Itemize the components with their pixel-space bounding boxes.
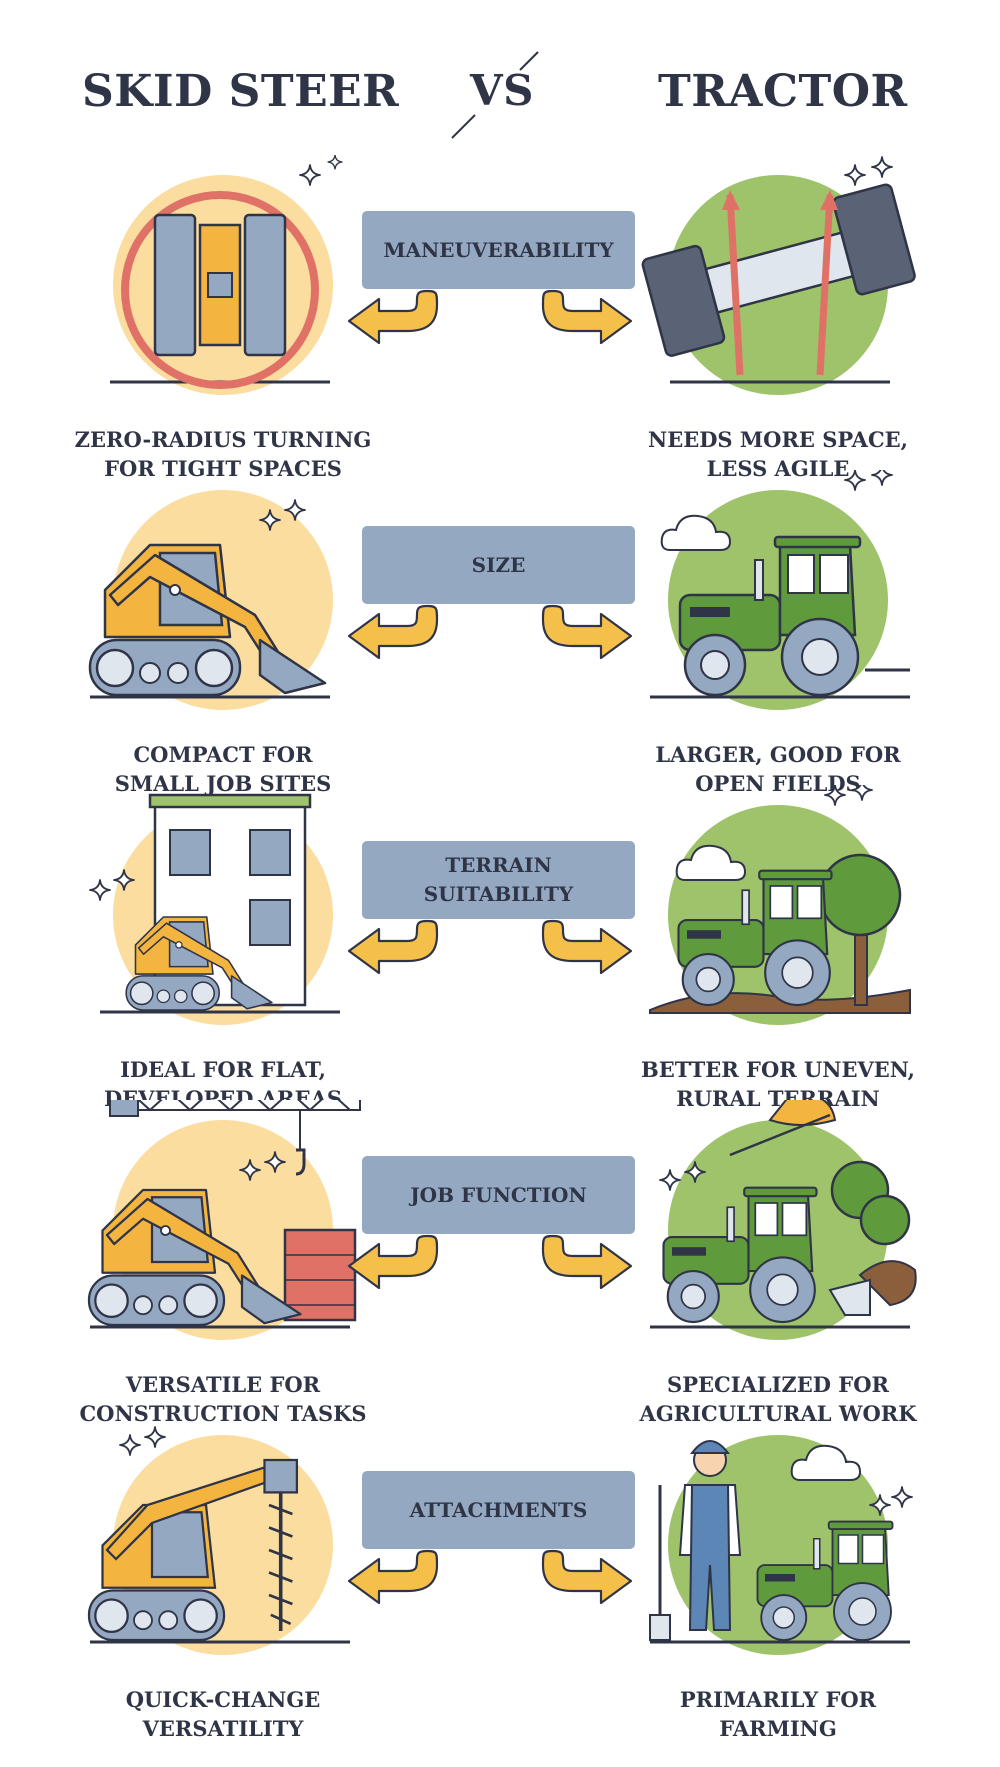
skid-steer-crane-icon	[87, 1100, 361, 1329]
arrow-left-icon	[347, 1549, 439, 1605]
tractor-caption: BETTER FOR UNEVEN, RURAL TERRAIN	[641, 1057, 915, 1111]
farmer-tractor-icon	[649, 1440, 913, 1644]
skid-steer-caption: COMPACT FOR SMALL JOB SITES	[114, 742, 332, 796]
vs-slash-icon	[451, 51, 539, 139]
arrow-right-icon	[541, 1234, 633, 1290]
tractor-wheels-turning-icon	[641, 156, 916, 384]
tractor-title: TRACTOR	[658, 66, 908, 117]
arrow-left-icon	[347, 1234, 439, 1290]
arrow-right-icon	[541, 1549, 633, 1605]
tractor-caption: SPECIALIZED FOR AGRICULTURAL WORK	[639, 1372, 917, 1426]
row-terrain-suitability: TERRAIN SUITABILITY IDEAL FOR FLAT, DEVE…	[0, 785, 1000, 1115]
arrow-left-icon	[347, 604, 439, 660]
rotating-tracks-icon	[110, 155, 343, 389]
arrow-left-icon	[347, 289, 439, 345]
arrow-right-icon	[541, 919, 633, 975]
arrow-right-icon	[541, 289, 633, 345]
skid-steer-icon	[88, 499, 330, 699]
tractor-tree-icon	[649, 785, 911, 1014]
category-label: TERRAIN SUITABILITY	[362, 841, 635, 919]
category-label: JOB FUNCTION	[362, 1156, 635, 1234]
skid-steer-title: SKID STEER	[82, 66, 400, 117]
arrow-left-icon	[347, 919, 439, 975]
row-job-function: JOB FUNCTION VERSATILE FOR CONSTRUCTION …	[0, 1100, 1000, 1430]
skid-steer-auger-icon	[87, 1426, 350, 1644]
vs-label: VS	[470, 66, 534, 115]
tractor-icon	[650, 470, 910, 699]
tractor-caption: NEEDS MORE SPACE, LESS AGILE	[648, 427, 908, 481]
tractor-caption: PRIMARILY FOR FARMING	[679, 1687, 877, 1741]
arrow-right-icon	[541, 604, 633, 660]
row-maneuverability: MANEUVERABILITY ZERO-RADIUS TURNING FOR …	[0, 155, 1000, 485]
skid-steer-caption: QUICK-CHANGE VERSATILITY	[125, 1687, 321, 1741]
tractor-caption: LARGER, GOOD FOR OPEN FIELDS	[655, 742, 901, 796]
category-label: MANEUVERABILITY	[362, 211, 635, 289]
category-label: SIZE	[362, 526, 635, 604]
skid-steer-caption: ZERO-RADIUS TURNING FOR TIGHT SPACES	[74, 427, 372, 481]
skid-steer-building-icon	[89, 793, 340, 1014]
tractor-plow-icon	[650, 1100, 917, 1329]
category-label: ATTACHMENTS	[362, 1471, 635, 1549]
row-attachments: ATTACHMENTS QUICK-CHANGE VERSATILITY PRI…	[0, 1426, 1000, 1745]
skid-steer-caption: VERSATILE FOR CONSTRUCTION TASKS	[79, 1372, 367, 1426]
row-size: SIZE COMPACT FOR SMALL JOB SITES LARGER,…	[0, 470, 1000, 800]
